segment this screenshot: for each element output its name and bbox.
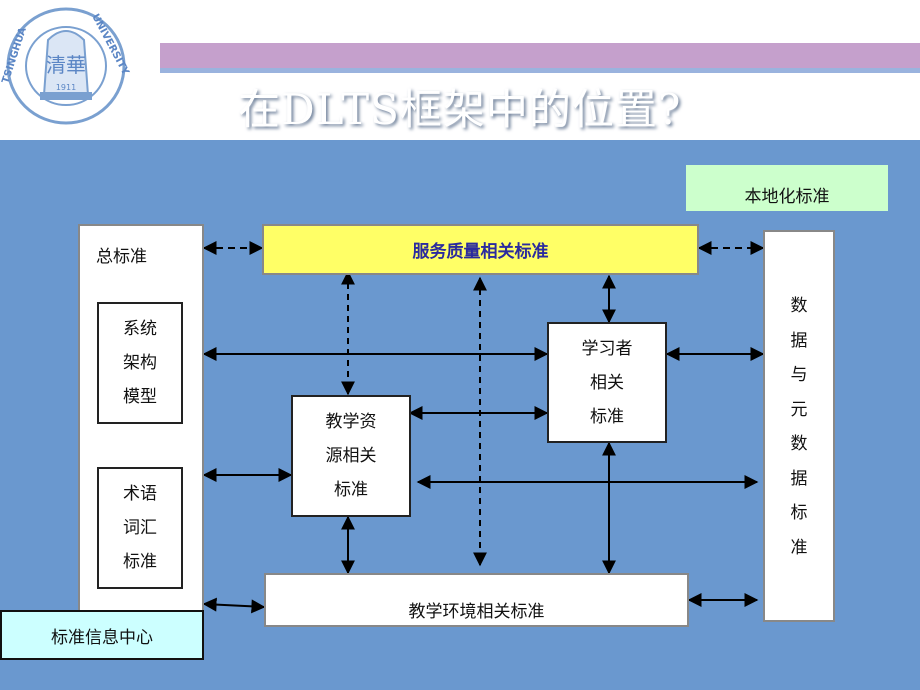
slide-title: 在DLTS框架中的位置? (238, 85, 682, 134)
meta-char-2: 据 (790, 330, 808, 351)
meta-char-6: 据 (790, 468, 808, 489)
info-center-label: 标准信息中心 (51, 627, 153, 648)
arch-line-3: 模型 (123, 387, 157, 407)
local-standard-label: 本地化标准 (744, 186, 830, 207)
meta-char-1: 数 (790, 296, 808, 316)
meta-char-8: 准 (790, 537, 808, 558)
environment-label: 教学环境相关标准 (408, 601, 545, 622)
learner-line-1: 学习者 (581, 338, 633, 359)
learner-line-3: 标准 (590, 406, 624, 427)
learner-line-2: 相关 (590, 372, 624, 393)
architecture-model-box: 系统 架构 模型 (97, 302, 183, 424)
term-line-1: 术语 (123, 484, 157, 504)
term-line-2: 词汇 (123, 518, 157, 538)
learner-standard-box: 学习者 相关 标准 (547, 322, 667, 443)
meta-char-5: 数 (790, 434, 808, 454)
tsinghua-logo: 清華 1911 TSINGHUA UNIVERSITY (0, 7, 131, 125)
environment-standard-box: 教学环境相关标准 (264, 573, 689, 627)
service-quality-label: 服务质量相关标准 (412, 242, 549, 262)
svg-text:清華: 清華 (46, 53, 86, 77)
resource-standard-box: 教学资 源相关 标准 (291, 395, 411, 517)
general-standard-label: 总标准 (96, 247, 147, 267)
arch-line-2: 架构 (123, 353, 157, 373)
meta-char-7: 标 (790, 503, 808, 523)
arch-line-1: 系统 (123, 319, 157, 339)
resource-line-3: 标准 (334, 480, 368, 500)
term-line-3: 标准 (123, 552, 157, 572)
header-stripe-blue (160, 68, 920, 73)
svg-text:1911: 1911 (56, 83, 76, 92)
arrow-general-env (202, 597, 266, 614)
resource-line-2: 源相关 (325, 446, 377, 466)
terminology-box: 术语 词汇 标准 (97, 467, 183, 589)
local-standard-box: 本地化标准 (686, 165, 888, 211)
meta-char-4: 元 (790, 399, 808, 420)
metadata-standard-box: 数 据 与 元 数 据 标 准 (763, 230, 835, 622)
service-quality-box: 服务质量相关标准 (262, 224, 699, 275)
meta-char-3: 与 (790, 365, 808, 385)
info-center-box: 标准信息中心 (0, 610, 204, 660)
header-stripe-purple (160, 43, 920, 68)
resource-line-1: 教学资 (325, 412, 377, 432)
